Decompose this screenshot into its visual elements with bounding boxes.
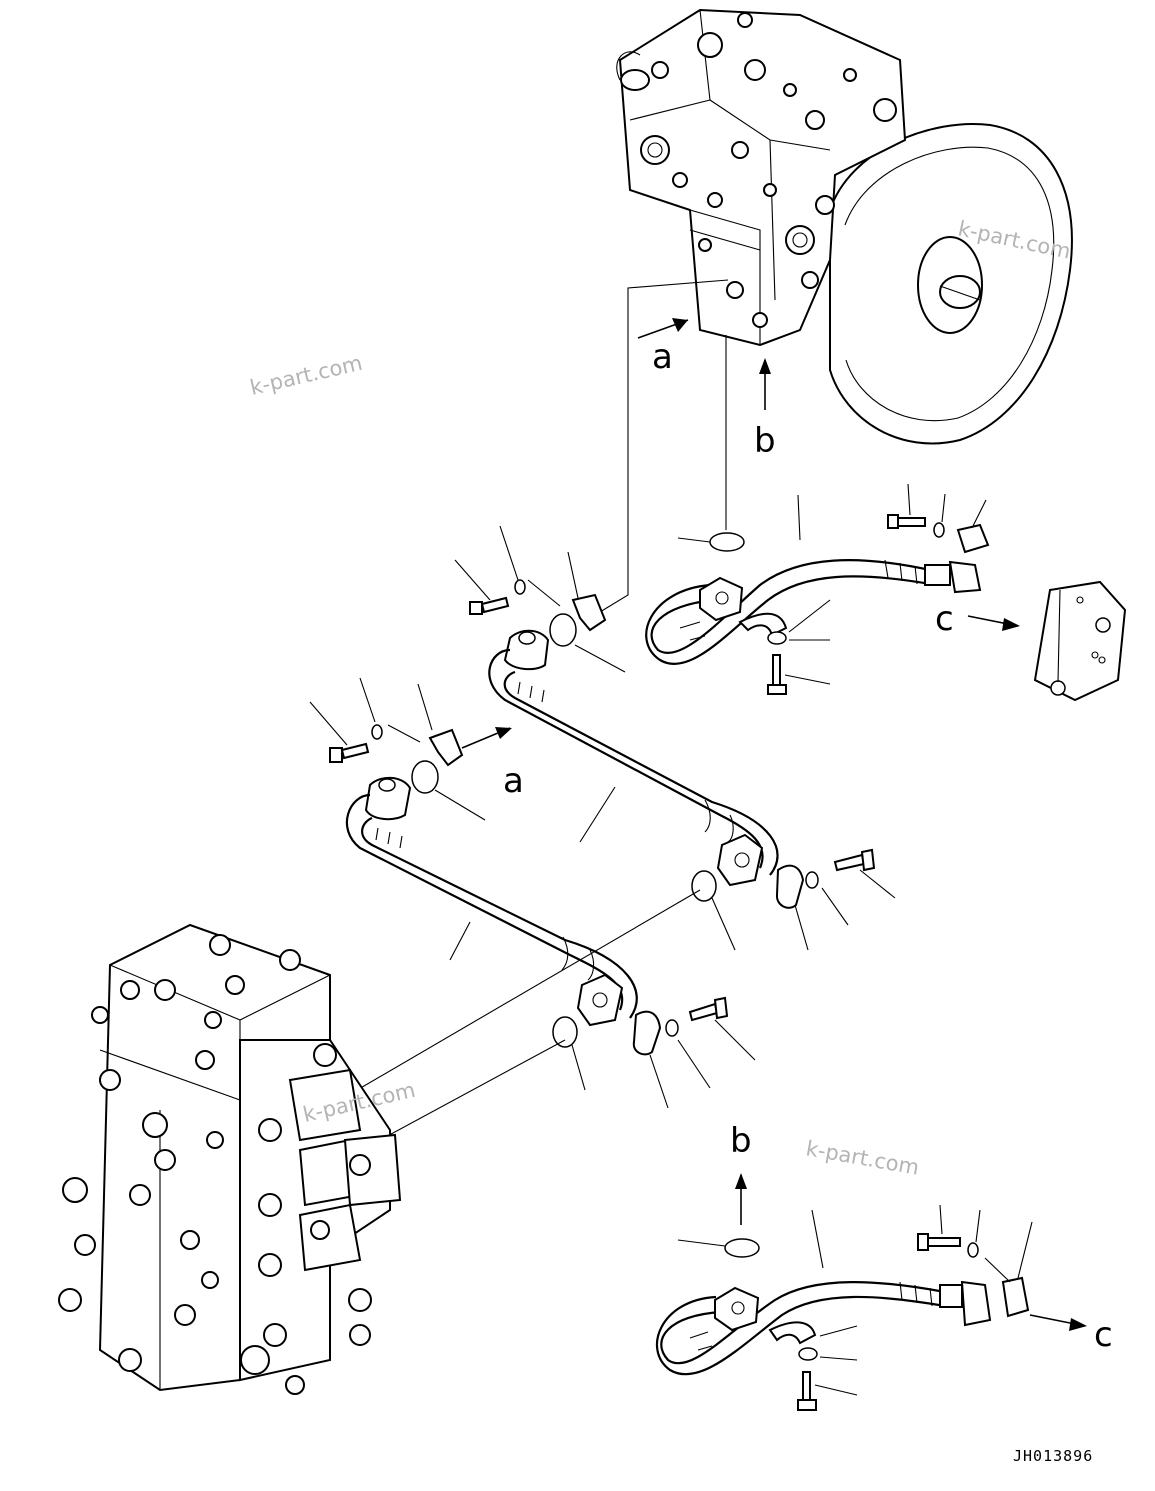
o-ring [709, 532, 745, 552]
mounting-bracket [1033, 580, 1127, 702]
upper-long-hose [488, 629, 779, 887]
label-c-bottom: c [1094, 1315, 1113, 1355]
label-b-top: b [754, 421, 776, 461]
label-a-mid: a [503, 761, 524, 801]
lower-clamp-group [309, 677, 486, 821]
o-ring-bottom [724, 1238, 760, 1258]
arrow-c-bottom [1029, 1314, 1087, 1331]
watermark-1: k-part.com [248, 351, 365, 400]
valve-leader-upper [339, 889, 701, 1101]
top-right-hose-assembly [645, 483, 990, 695]
hydraulic-pump [616, 8, 1073, 445]
arrow-b-bottom [735, 1173, 747, 1225]
port-a-leader [599, 279, 729, 613]
lower-long-hose [345, 776, 638, 1027]
arrow-a-mid [461, 727, 512, 749]
middle-right-clamp-group [775, 848, 896, 951]
label-a-top: a [652, 337, 673, 377]
valve-leader-lower [379, 1039, 566, 1141]
arrow-c-top [967, 615, 1020, 631]
control-valve [58, 923, 402, 1395]
watermark-4: k-part.com [804, 1136, 921, 1179]
arrow-b-top [759, 358, 771, 410]
drawing-code: JH013896 [1013, 1447, 1093, 1465]
label-b-bottom: b [730, 1121, 752, 1161]
lower-bottom-clamp-group [552, 870, 756, 1109]
label-c-top: c [935, 599, 954, 639]
arrow-a-top [637, 318, 689, 339]
bottom-right-hose-assembly [655, 1204, 1033, 1411]
upper-clamp-group [454, 525, 626, 673]
